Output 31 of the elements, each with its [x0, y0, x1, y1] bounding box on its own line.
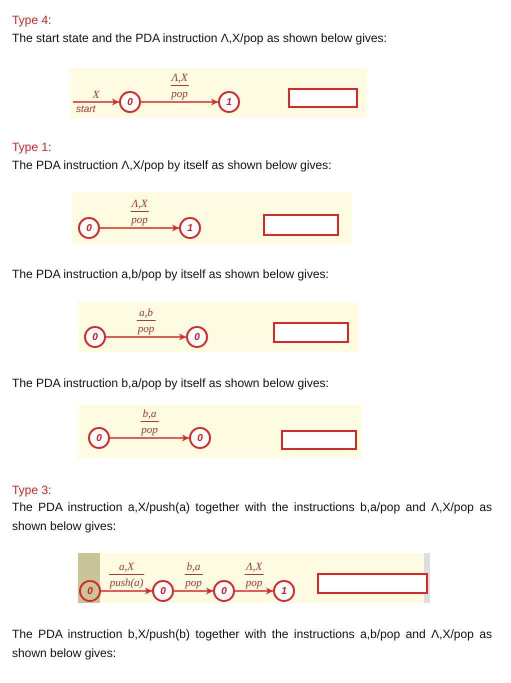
section-heading: Type 4: — [12, 12, 52, 29]
edge-label: b,a pop — [140, 408, 159, 437]
instruction-text: The PDA instruction a,X/push(a) together with the instructions b,a/pop and Λ,X/pop as shown below gives: — [12, 499, 492, 535]
arrow — [174, 588, 213, 594]
edge-label: X — [92, 89, 100, 102]
edge-label: Λ,X pop — [244, 561, 264, 590]
edge-label: a,b pop — [136, 307, 156, 336]
arrow — [73, 98, 119, 106]
edge-label: b,a pop — [184, 561, 203, 590]
answer-box — [317, 573, 428, 594]
section-heading: Type 1: — [12, 139, 52, 156]
answer-box — [263, 214, 339, 236]
arrow — [106, 334, 186, 340]
instruction-text: The start state and the PDA instruction Λ,X/pop as shown below gives: — [12, 30, 388, 47]
arrow — [235, 588, 273, 594]
answer-box — [273, 322, 349, 343]
start-label: start — [76, 104, 96, 116]
edge-label: Λ,X pop — [170, 72, 189, 101]
edge-label: a,X push(a) — [108, 561, 144, 590]
instruction-text: The PDA instruction b,a/pop by itself as shown below gives: — [12, 375, 330, 392]
answer-box — [281, 430, 357, 450]
arrow — [101, 588, 152, 594]
instruction-text: The PDA instruction Λ,X/pop by itself as shown below gives: — [12, 157, 333, 174]
arrow — [141, 98, 218, 106]
instruction-text: The PDA instruction a,b/pop by itself as shown below gives: — [12, 266, 330, 283]
edge-label: Λ,X pop — [130, 198, 149, 227]
answer-box — [288, 88, 358, 108]
instruction-text: The PDA instruction b,X/push(b) together with the instructions a,b/pop and Λ,X/pop as shown below gives: — [12, 626, 492, 662]
arrow — [100, 224, 179, 232]
arrow — [110, 434, 189, 442]
section-heading: Type 3: — [12, 482, 52, 499]
